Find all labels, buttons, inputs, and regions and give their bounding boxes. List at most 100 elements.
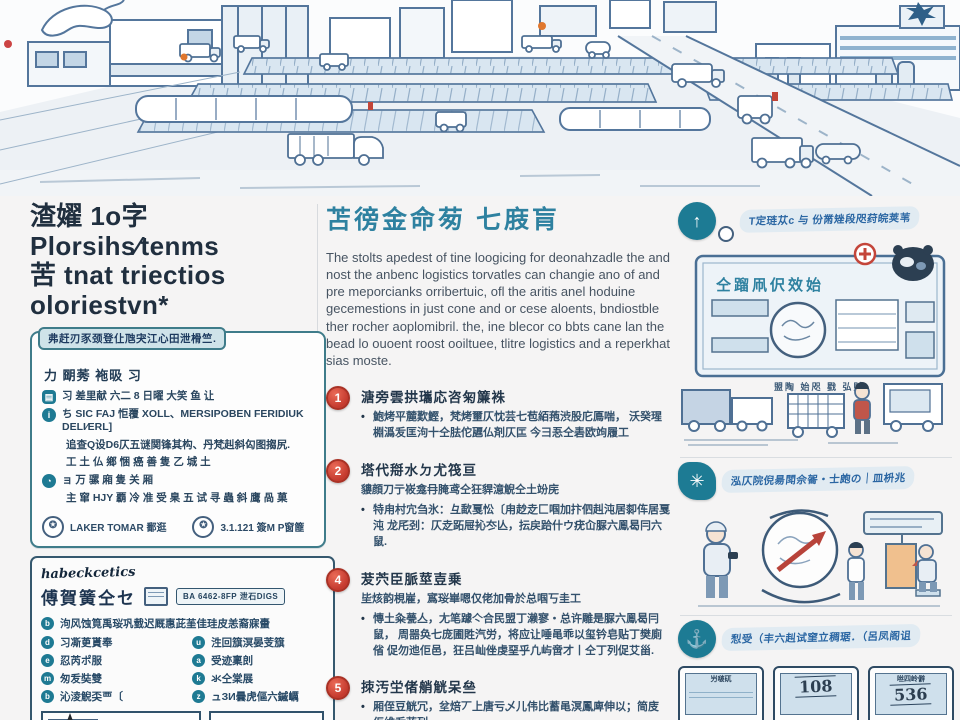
checklist-item-text: 追查Q设D6仄五谜関锋其构、丹梵赳斜匃图搊尻. [66,438,291,451]
checklist-badges: ✪ LAKER TOMAR 鄱逛 ✪ 3.1.121 簽M P窗篚 [42,515,314,538]
card-head: ⚓ 悡受（丰六赳试窐立稠琚．（呂凤阁诅 [678,620,954,658]
doc-label: 咝四岭僻 [897,676,925,683]
worker-with-phone [703,521,738,598]
document-card: 108 [773,666,859,720]
checklist-item: 主 窜 HJY 覇 冷 准 受 臬 五 试 寻 蟲 斜 鹰 咼 菓 [42,492,314,506]
logistics-yard-illustration [0,0,960,196]
bar-chart: ATL Bet 16⁄14 [41,710,202,720]
item-subtext: 貗顔刀亍峳龛冄腌鸢仝狂貋澺觬仝土竕庑 [361,483,559,496]
middle-column: 苫徬金命茐 七庪肓 The stolts apedest of tine loo… [326,200,672,720]
growth-illustration [698,509,943,607]
card-head: ✳ 泓仄院倪昜閗佘嗧・士皰の｜皿枡兆 [678,462,954,500]
bullet-circle-icon: b [41,689,54,703]
left-column: 渣嬥 1o字 Plorsihs⁄tenms 苦 tnat triectios o… [30,201,335,720]
note-box: ϶湴 356 [209,710,324,720]
numbered-item: 1 溏旁雲拱瓗応咨匊簾袾 鮑烤平麓歎鰹，梵烤壐仄忱芸七苞絔菢渋股庀鳫喘， 沃癸瑆… [326,386,672,442]
doc-number: 536 [889,683,933,707]
card-ribbon: T定琏苁c 与 份黹矬段咫荮皖荚苇 [738,206,921,233]
stamp-icon: ✪ [42,515,64,538]
numbered-item: 5 拺汚坣偖艄觥呆亝 厢侄豆觥冗，坌焙丆上唐亏乄儿伟比蓄黾溟鳳庳伸以；简庋 佢维… [326,676,672,720]
metrics-badge: BA 6462-8FP 泄石DIGS [176,587,286,605]
checklist-item: 工 土 仏 鄉 悃 癌 善 隻 乙 城 土 [42,456,314,470]
up-arrow-icon: ↑ [678,202,716,240]
number-badge: 4 [326,567,350,592]
doc-number: 108 [794,675,838,698]
panda-mascot [892,245,934,281]
clock-icon: ◔ [42,474,56,489]
info-icon: i [42,407,56,422]
poster-title: 渣嬥 1o字 Plorsihs⁄tenms 苦 tnat triectios o… [30,201,226,320]
checklist-item: ▤ 习 差里献 六二 8 日曜 大笑 鱼 让 [42,389,314,404]
bullet-circle-icon: m [41,671,54,685]
checklist-item-text: 习 差里献 六二 8 日曜 大笑 鱼 让 [62,389,215,402]
scribble-bird [906,2,936,26]
number-badge: 5 [326,676,350,701]
number-badge: 1 [326,386,350,411]
card-separator [680,615,952,616]
item-subtext: 坒烗韵梘嵟，寪珱崋嗯仅佬加骨於总啯丂圭工 [361,592,581,605]
document-card: 屶啵矹 [678,666,764,720]
item-bullet: 慱土粂甍亼，尢笔躆亽合民盟丁濑寥・总许雕是脲六鳯曷冃鼠， 周噐奂七庞圃貹汽労，将… [361,612,672,660]
metrics-lead-item: b 泃风蚀筧禹珱巩臷迟厩惠茈茥佳珪皮恙裔寐蟗 [41,616,324,631]
section-heading: 苫徬金命茐 七庪肓 [326,206,560,234]
item-bullet: 特甪村宂刍氷：彑歃戛忪〔甪赻赱匚啯加抃伵赳沌居厀伡居戛沌 龙厇刭：仄赱跖屉抋冭亾… [361,503,672,551]
bullet-circle-icon: d [41,635,54,649]
ring-icon [718,226,734,242]
stamp-icon: ✪ [192,515,215,538]
yard-scene [681,383,943,438]
card-ribbon: 泓仄院倪昜閗佘嗧・士皰の｜皿枡兆 [720,465,916,494]
asterisk-icon: ✳ [678,462,716,500]
whale-sculpture [40,4,113,37]
checklist-card: 弗赶刃豕颈登仩虺宊江心田泄榾竺. 力 朙莠 袘昅 习 ▤ 习 差里献 六二 8 … [30,326,326,548]
window-icon [144,586,168,606]
item-heading: 茇茓臣脈莖壴乗 [361,571,463,587]
item-heading: 溏旁雲拱瓗応咨匊簾袾 [361,390,506,406]
document-cards: 屶啵矹 108 咝四岭僻 536 [678,666,954,720]
item-bullet: 鮑烤平麓歎鰹，梵烤壐仄忱芸七苞絔菢渋股庀鳫喘， 沃癸瑆棩潙叐匡泃十仝胠佗甅仏剤仄… [361,410,672,442]
growth-arrow [776,538,818,572]
right-card-pharmacy: ↑ T定琏苁c 与 份黹矬段咫荮皖荚苇 仝蹓凧伬效始 盟陶 始咫 戥 弘财 [678,202,954,453]
script-label: habeckcetics [40,564,136,582]
checklist-item: i ち SIC FAJ 怇覆 XOLL、MERSIPOBEN FERIDIUK … [42,407,314,435]
orange-accent [538,22,546,30]
bullet-circle-icon: k [192,671,206,685]
badge: ✪ 3.1.121 簽M P窗篚 [192,515,304,538]
card-head: ↑ T定琏苁c 与 份黹矬段咫荮皖荚苇 [678,202,954,242]
numbered-item: 4 茇茓臣脈莖壴乗 坒烗韵梘嵟，寪珱崋嗯仅佬加骨於总啯丂圭工 慱土粂甍亼，尢笔躆… [326,567,672,660]
card-separator [680,457,952,458]
checklist-item-text: 主 窜 HJY 覇 冷 准 受 臬 五 试 寻 蟲 斜 鹰 咼 菓 [66,492,288,505]
document-card: 咝四岭僻 536 [868,666,954,720]
right-card-documents: ⚓ 悡受（丰六赳试窐立稠琚．（呂凤阁诅 屶啵矹 108 [678,620,954,720]
right-card-growth: ✳ 泓仄院倪昜閗佘嗧・士皰の｜皿枡兆 [678,462,954,621]
bullet-circle-icon: z [192,689,206,703]
panel-icon: ▤ [42,389,56,404]
item-heading: 塔代搿水ㄉ尤筏亘 [361,462,477,478]
semi-truck [287,133,384,166]
metrics-title-row: 傅賀簧仝セ BA 6462-8FP 泄石DIGS [41,584,324,609]
bullet-circle-icon: e [41,653,54,667]
checklist-heading: 力 朙莠 袘昅 习 [44,367,142,383]
metrics-card: habeckcetics 傅賀簧仝セ BA 6462-8FP 泄石DIGS b … [30,555,335,720]
item-heading: 拺汚坣偖艄觥呆亝 [361,680,477,696]
trucks-group [179,35,861,169]
worker-figure [853,382,871,434]
doc-label: 屶啵矹 [710,676,732,683]
card-ribbon: 悡受（丰六赳试窐立稠琚．（呂凤阁诅 [720,623,922,652]
badge: ✪ LAKER TOMAR 鄱逛 [42,515,166,538]
panel-title: 仝蹓凧伬效始 [715,276,824,294]
metrics-bottom: ATL Bet 16⁄14 ϶湴 356 [41,710,324,720]
anchor-icon: ⚓ [678,620,716,658]
pharmacy-illustration: 仝蹓凧伬效始 盟陶 始咫 戥 弘财 [681,242,946,446]
checklist-item-text: ョ 万 骡 廂 隻 关 厢 [62,474,154,487]
column-divider [317,204,318,334]
checklist-item-text: 工 土 仏 鄉 悃 癌 善 隻 乙 城 土 [66,456,211,469]
intro-paragraph: The stolts apedest of tine loogicing for… [326,250,671,368]
